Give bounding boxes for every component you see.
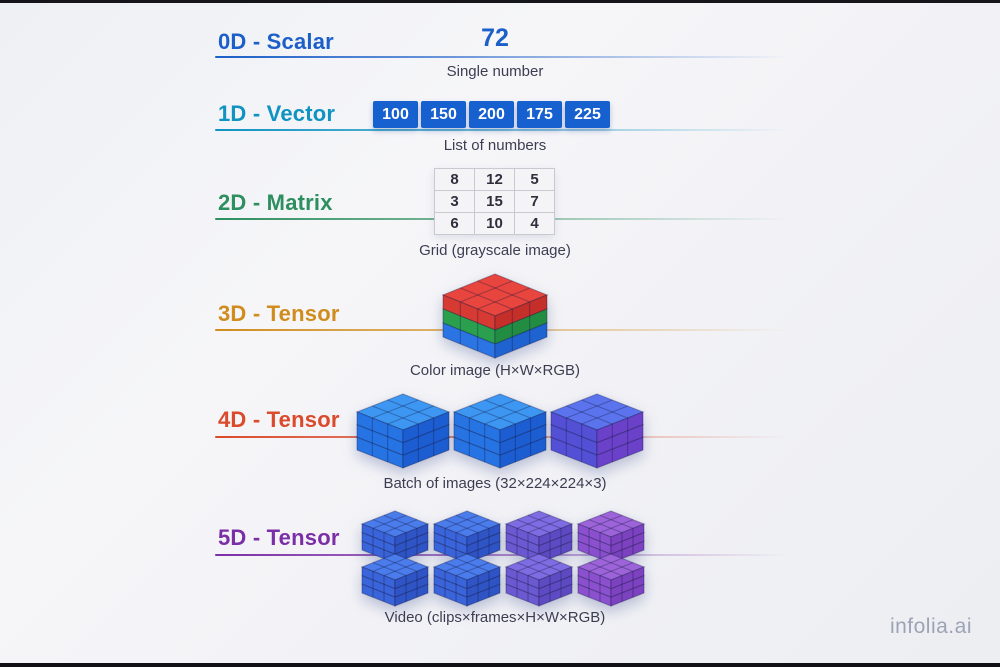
caption-4d: Batch of images (32×224×224×3) (383, 475, 607, 492)
matrix-cell: 8 (435, 169, 475, 191)
matrix-cell: 15 (475, 191, 515, 213)
video-cube-r2c2 (432, 552, 502, 608)
batch-cube-3 (549, 392, 645, 470)
matrix-cell: 7 (515, 191, 555, 213)
vector-cell: 175 (517, 101, 562, 128)
matrix-cell: 4 (515, 213, 555, 235)
top-border-bar (0, 0, 1000, 3)
separator-1d (215, 129, 790, 131)
rgb-cube-3d (441, 272, 549, 360)
heading-0d-scalar: 0D - Scalar (218, 29, 334, 54)
heading-2d-matrix: 2D - Matrix (218, 190, 333, 215)
matrix-cell: 10 (475, 213, 515, 235)
video-cube-r2c3 (504, 552, 574, 608)
watermark-logo: infolia.ai (889, 615, 972, 638)
caption-vector: List of numbers (443, 137, 547, 154)
matrix-cell: 5 (515, 169, 555, 191)
video-cube-r2c4 (576, 552, 646, 608)
video-cube-r2c1 (360, 552, 430, 608)
vector-cell: 225 (565, 101, 610, 128)
matrix-cell: 6 (435, 213, 475, 235)
heading-1d-vector: 1D - Vector (218, 101, 336, 126)
scalar-value: 72 (481, 24, 509, 52)
caption-5d: Video (clips×frames×H×W×RGB) (384, 609, 606, 626)
video-cube-r1c2 (432, 509, 502, 565)
heading-3d-tensor: 3D - Tensor (218, 301, 340, 326)
batch-cube-2 (452, 392, 548, 470)
bottom-border-bar (0, 663, 1000, 667)
vector-cell: 150 (421, 101, 466, 128)
vector-cell: 200 (469, 101, 514, 128)
separator-0d (215, 56, 790, 58)
vector-cells: 100 150 200 175 225 (373, 101, 610, 128)
matrix-grid: 8 12 5 3 15 7 6 10 4 (434, 168, 555, 235)
batch-cube-1 (355, 392, 451, 470)
matrix-cell: 3 (435, 191, 475, 213)
separator-5d (215, 554, 790, 556)
caption-scalar: Single number (446, 63, 544, 80)
heading-4d-tensor: 4D - Tensor (218, 407, 340, 432)
caption-matrix: Grid (grayscale image) (419, 242, 571, 259)
heading-5d-tensor: 5D - Tensor (218, 525, 340, 550)
video-cube-r1c3 (504, 509, 574, 565)
caption-3d: Color image (H×W×RGB) (409, 362, 581, 379)
matrix-cell: 12 (475, 169, 515, 191)
vector-cell: 100 (373, 101, 418, 128)
